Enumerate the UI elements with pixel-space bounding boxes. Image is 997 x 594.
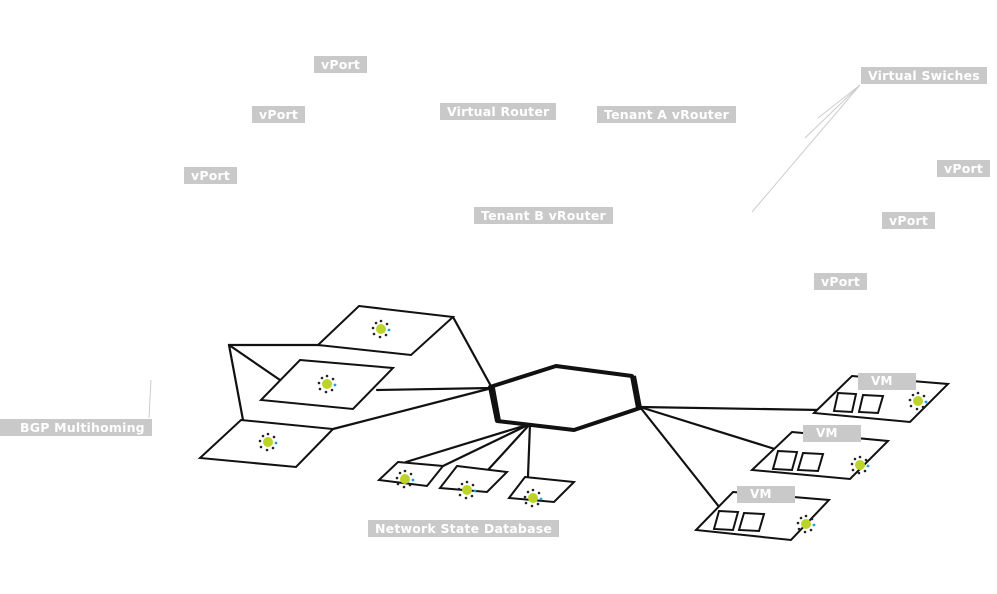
vport-label: vPort — [314, 56, 368, 73]
connections — [227, 315, 822, 510]
vm-slot-icon — [796, 451, 825, 473]
link-router-bottom — [331, 386, 494, 431]
vswitch-leader-line-3 — [817, 84, 861, 119]
vm-slots — [712, 391, 885, 533]
vm-slot-icon — [857, 393, 885, 415]
virtual-switches-label: Virtual Swiches — [861, 67, 987, 84]
network-state-database-label: Network State Database — [368, 520, 560, 537]
bgp-multihoming-label: BGP Multihoming — [0, 419, 152, 436]
link-db-3 — [526, 422, 532, 478]
vport-label: vPort — [184, 167, 238, 184]
link-router-middle — [375, 386, 494, 392]
vport-label: vPort — [252, 106, 306, 123]
vswitch-leader-line — [751, 84, 861, 213]
link-bgp-left — [227, 343, 245, 422]
link-db-1 — [441, 422, 532, 468]
vm-slot-icon — [832, 391, 858, 414]
vm-slot-icon — [712, 509, 740, 532]
tenant-a-vrouter-label: Tenant A vRouter — [597, 106, 737, 123]
leader-lines — [148, 84, 861, 419]
vm-label: VM — [858, 373, 916, 390]
link-vm-1 — [638, 405, 822, 412]
vport-label: vPort — [814, 273, 868, 290]
link-db-2 — [485, 422, 532, 473]
hexagon-hub-icon — [488, 364, 642, 432]
link-router-top — [451, 315, 494, 390]
vm-label: VM — [803, 425, 861, 442]
vport-label: vPort — [937, 160, 991, 177]
vport-label: vPort — [882, 212, 936, 229]
virtual-router-label: Virtual Router — [440, 103, 557, 120]
db-plane-2 — [438, 464, 510, 494]
link-vm-2 — [638, 405, 780, 452]
link-bgp-mid — [227, 343, 282, 382]
link-db-4 — [404, 422, 532, 464]
bgp-leader-line — [148, 379, 152, 419]
link-vm-3 — [638, 405, 722, 510]
vswitch-leader-line-2 — [804, 84, 861, 139]
vm-slot-icon — [771, 449, 799, 472]
vm-slot-icon — [737, 511, 766, 533]
tenant-b-vrouter-label: Tenant B vRouter — [474, 207, 613, 224]
vm-label: VM — [737, 486, 795, 503]
bgp-planes — [197, 304, 456, 469]
